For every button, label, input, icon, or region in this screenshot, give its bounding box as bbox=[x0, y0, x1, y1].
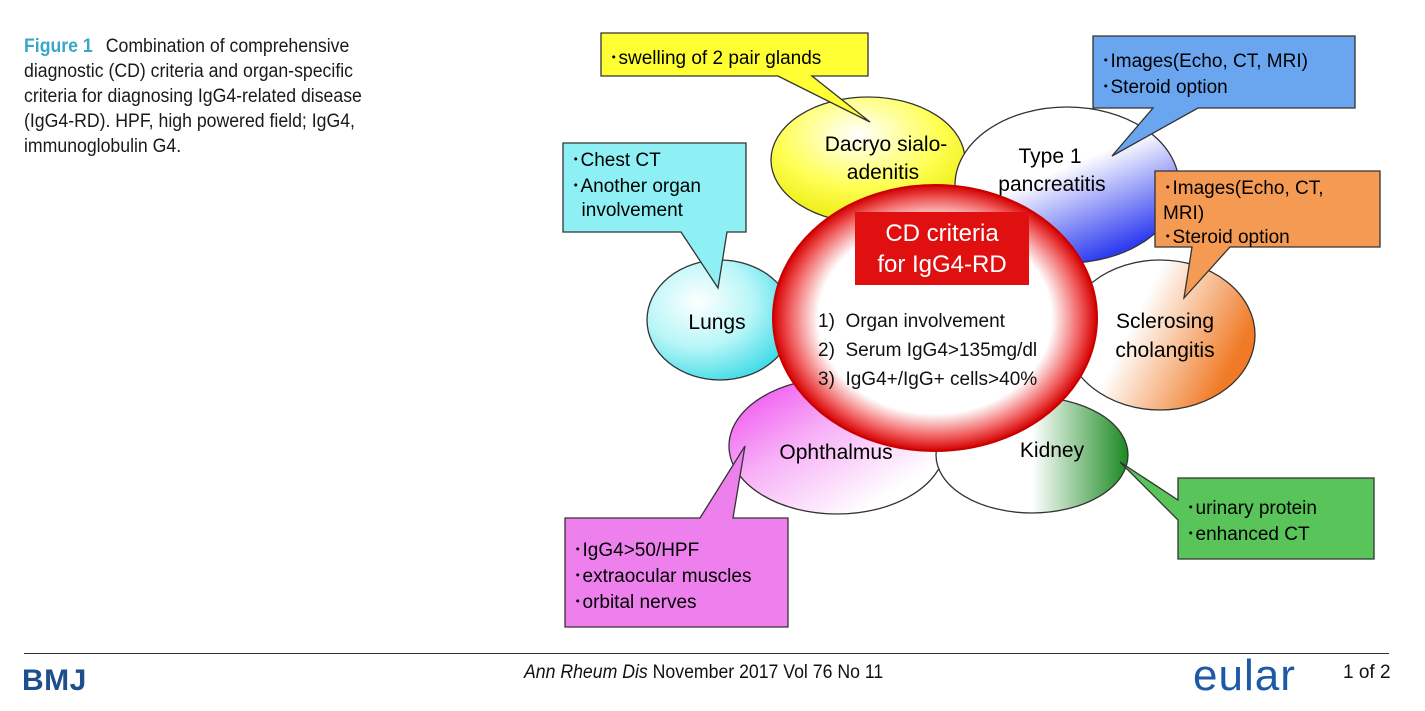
callout-eye-line-2: ･extraocular muscles bbox=[573, 566, 751, 587]
organ-label-sclerosing-2: cholangitis bbox=[1115, 339, 1214, 362]
page-number: 1 of 2 bbox=[1343, 662, 1391, 683]
callout-kidney-line-2: ･enhanced CT bbox=[1186, 524, 1310, 545]
callout-biliary: ･Images(Echo, CT, MRI) ･Steroid option bbox=[1154, 170, 1381, 301]
callout-kidney-line-1: ･urinary protein bbox=[1186, 498, 1317, 519]
callout-kidney: ･urinary protein ･enhanced CT bbox=[1119, 461, 1375, 560]
callout-pancreas-line-2: ･Steroid option bbox=[1101, 77, 1228, 98]
criteria-item-3: 3) IgG4+/IgG+ cells>40% bbox=[818, 369, 1037, 390]
organ-label-kidney: Kidney bbox=[1020, 439, 1085, 462]
callout-lungs-line-2: ･Another organ bbox=[571, 176, 701, 197]
organ-label-pancreatitis-2: pancreatitis bbox=[998, 173, 1105, 196]
journal-citation: Ann Rheum Dis November 2017 Vol 76 No 11 bbox=[524, 662, 883, 684]
center-title-line-1: CD criteria bbox=[885, 220, 999, 247]
bmj-logo: BMJ bbox=[22, 664, 87, 697]
callout-glands: ･swelling of 2 pair glands bbox=[600, 32, 871, 123]
callout-pancreas-line-1: ･Images(Echo, CT, MRI) bbox=[1101, 51, 1308, 72]
callout-eye: ･IgG4>50/HPF ･extraocular muscles ･orbit… bbox=[564, 445, 789, 628]
callout-eye-line-1: ･IgG4>50/HPF bbox=[573, 540, 699, 561]
organ-label-ophthalmus: Ophthalmus bbox=[779, 441, 892, 464]
callout-biliary-line-2: MRI) bbox=[1163, 203, 1204, 224]
center-title-box bbox=[855, 212, 1029, 285]
figure-label: Figure 1 bbox=[24, 36, 93, 57]
journal-name: Ann Rheum Dis bbox=[524, 662, 648, 683]
eular-logo: eular bbox=[1193, 651, 1296, 700]
figure-caption-text: Combination of comprehensive diagnostic … bbox=[24, 36, 362, 157]
organ-label-dacryo-2: adenitis bbox=[847, 161, 919, 184]
callout-biliary-line-3: ･Steroid option bbox=[1163, 227, 1290, 248]
organ-label-lungs: Lungs bbox=[688, 311, 745, 334]
footer-divider bbox=[24, 653, 1389, 654]
organ-label-pancreatitis-1: Type 1 bbox=[1018, 145, 1081, 168]
callout-pancreas: ･Images(Echo, CT, MRI) ･Steroid option bbox=[1092, 35, 1356, 157]
criteria-item-1: 1) Organ involvement bbox=[818, 311, 1006, 332]
callout-biliary-line-1: ･Images(Echo, CT, bbox=[1163, 178, 1324, 199]
callout-eye-line-3: ･orbital nerves bbox=[573, 592, 697, 613]
callout-lungs-line-3: involvement bbox=[571, 200, 684, 221]
center-title-line-2: for IgG4-RD bbox=[877, 251, 1006, 278]
callout-glands-line-1: ･swelling of 2 pair glands bbox=[609, 48, 821, 69]
callout-lungs: ･Chest CT ･Another organ involvement bbox=[562, 142, 747, 290]
organ-label-dacryo-1: Dacryo sialo- bbox=[825, 133, 948, 156]
organ-label-sclerosing-1: Sclerosing bbox=[1116, 310, 1214, 333]
criteria-item-2: 2) Serum IgG4>135mg/dl bbox=[818, 340, 1037, 361]
journal-issue: November 2017 Vol 76 No 11 bbox=[652, 662, 884, 683]
callout-lungs-line-1: ･Chest CT bbox=[571, 150, 661, 171]
